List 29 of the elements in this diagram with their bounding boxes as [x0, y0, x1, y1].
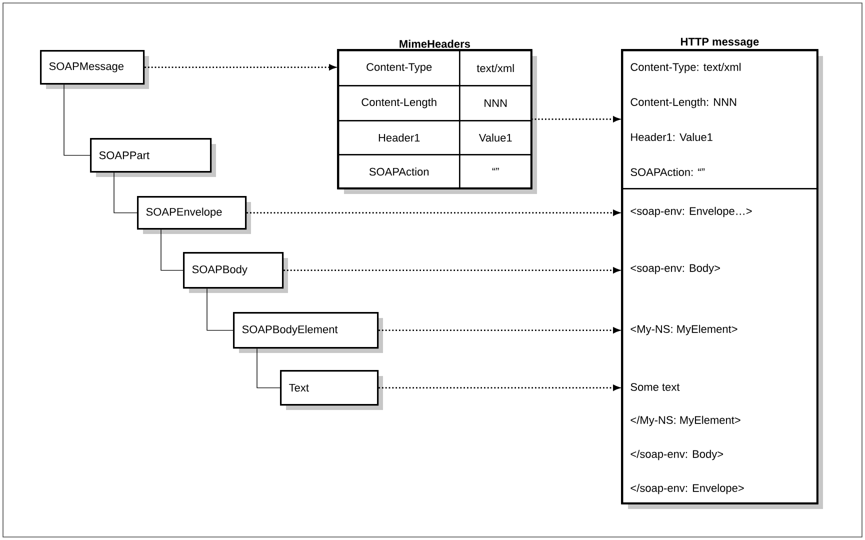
table: MimeHeaders Content-Type text/xml Content-Length NNN Header1 Value1 SOAPAction “” [337, 40, 537, 194]
class-box: SOAPPart [90, 138, 216, 177]
class-box: Text [280, 370, 383, 410]
arrow [378, 384, 620, 391]
table-cell: Value1 [459, 120, 532, 156]
tree-line [160, 229, 184, 271]
table-cell: SOAPAction [338, 154, 460, 190]
tree-line [206, 288, 234, 331]
arrow [531, 116, 620, 122]
arrow [144, 64, 336, 70]
table-cell: NNN [459, 85, 532, 122]
arrow [284, 267, 620, 274]
class-box: SOAPBody [183, 252, 288, 293]
tree-line [114, 172, 138, 214]
table-cell: Header1 [338, 120, 460, 156]
class-box: SOAPEnvelope [137, 196, 251, 234]
node-label: HTTP message [681, 38, 759, 48]
message-box: HTTP message Content-Type: text/xml Content-Length: NNN Header1: Value1 SOAPAction: “” <soap-env: Envelope…> <soap-env: Body> <My-NS: MyElement> Some text </My-NS: MyElement> </soap-env: Body> </soap-env: Envelope> [621, 38, 823, 509]
table-cell: “” [459, 154, 532, 190]
class-box: SOAPBodyElement [233, 312, 383, 353]
tree-line [256, 348, 280, 388]
arrow [378, 327, 620, 334]
node-label: MimeHeaders [400, 40, 470, 48]
table-cell: Content-Length [338, 85, 460, 122]
message-section: <soap-env: Envelope…> <soap-env: Body> <My-NS: MyElement> Some text </My-NS: MyElement> </soap-env: Body> </soap-env: Envelope> [622, 188, 818, 504]
table-cell: text/xml [459, 50, 532, 86]
class-box: SOAPMessage [40, 50, 149, 89]
arrow [246, 210, 620, 216]
tree-line [64, 84, 90, 156]
